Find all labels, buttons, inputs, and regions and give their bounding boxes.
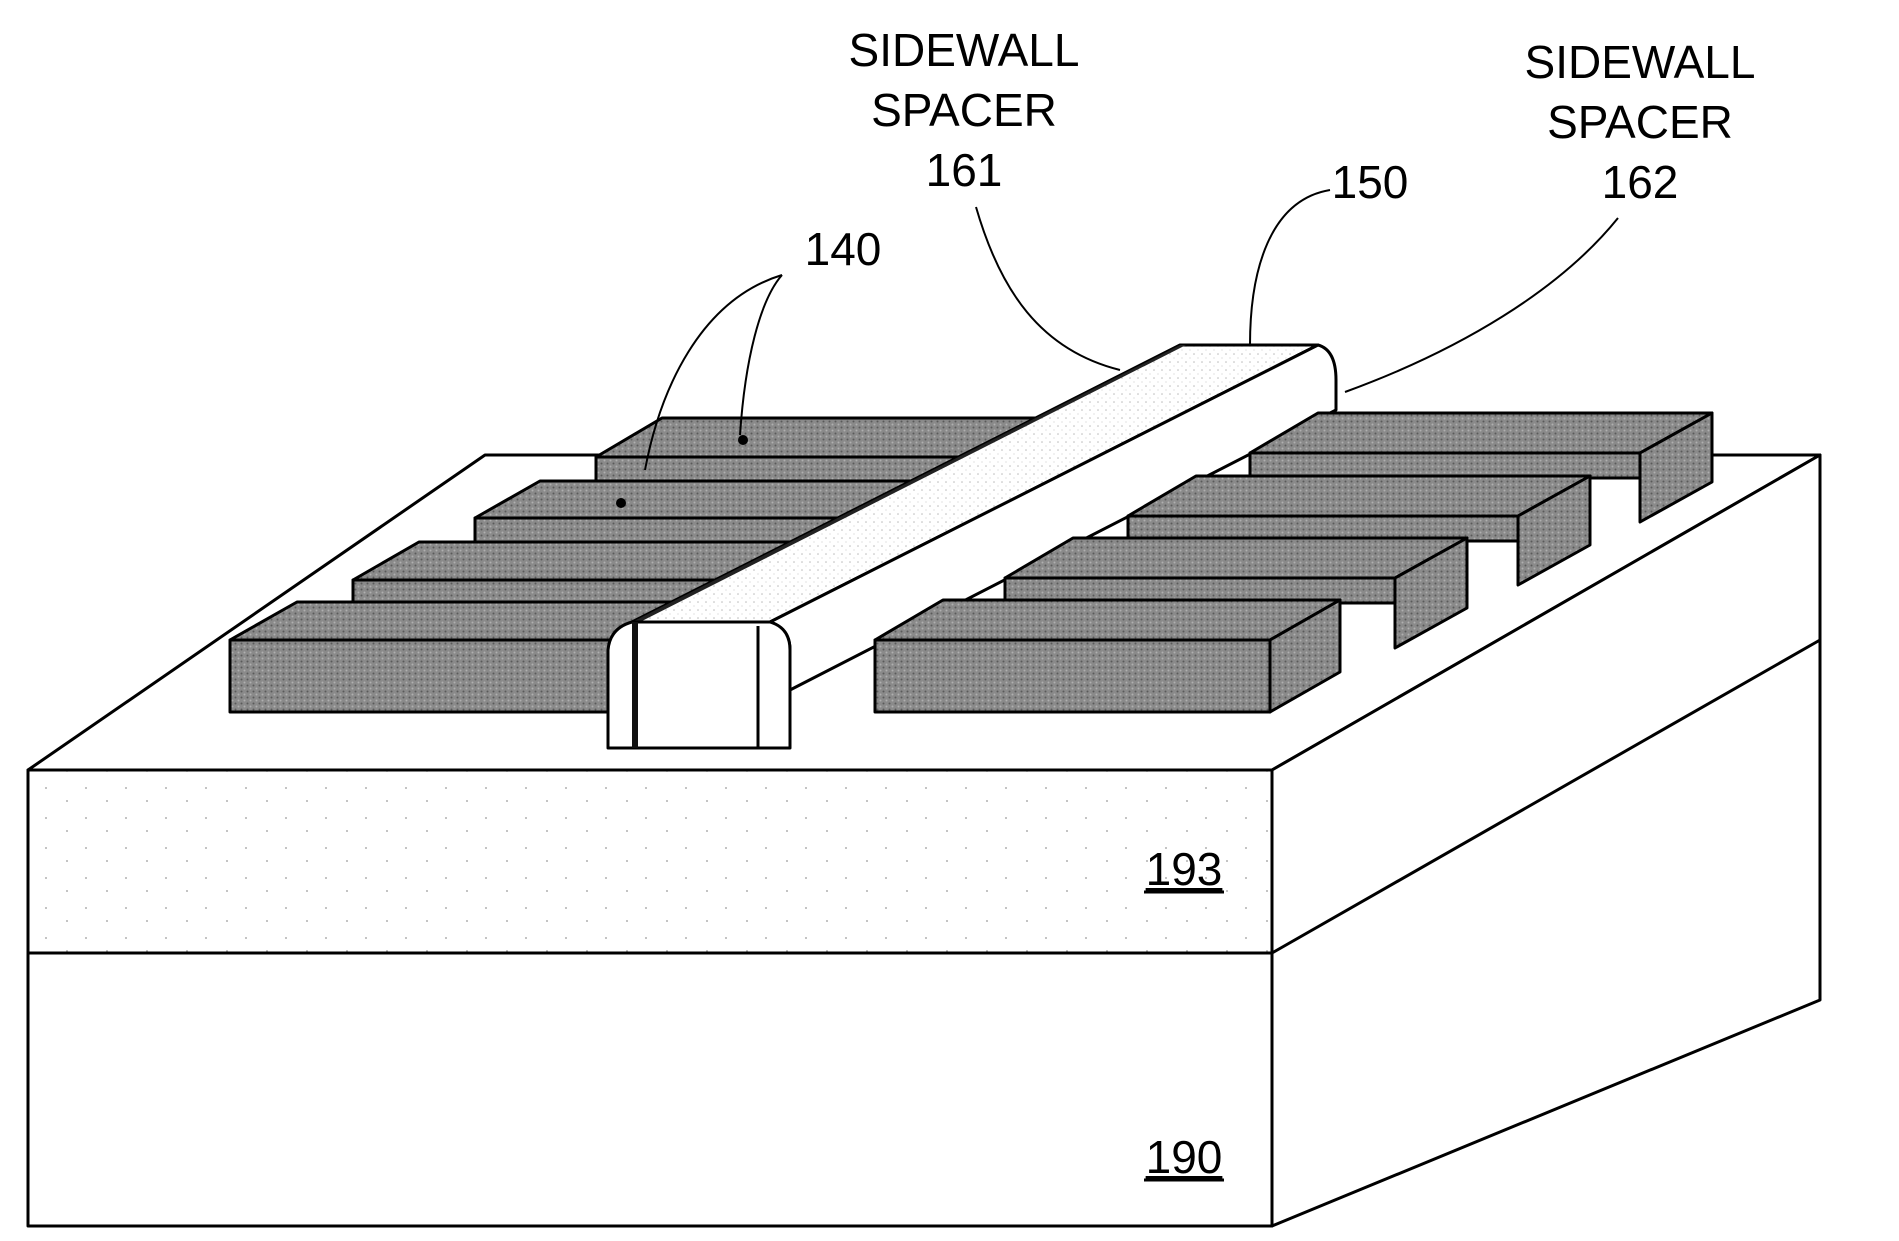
fin-right-4	[875, 600, 1340, 712]
label-spacer-161-line2: SPACER	[871, 84, 1057, 136]
label-layer-193: 193	[1146, 843, 1223, 895]
leader-161	[976, 207, 1120, 370]
leader-162	[1345, 218, 1618, 392]
label-layer-190: 190	[1146, 1131, 1223, 1183]
sidewall-spacer-161-front	[632, 622, 638, 748]
layer-193-front	[28, 770, 1272, 953]
label-spacer-161-line1: SIDEWALL	[849, 24, 1080, 76]
label-spacer-162-ref: 162	[1602, 156, 1679, 208]
label-gate-150: 150	[1332, 156, 1409, 208]
leader-140-b	[740, 275, 782, 435]
leader-140-dot-a	[616, 498, 626, 508]
label-spacer-162-line1: SIDEWALL	[1525, 36, 1756, 88]
leader-150	[1250, 190, 1330, 345]
label-fins-140: 140	[805, 223, 882, 275]
layer-190-front	[28, 953, 1272, 1226]
label-spacer-162-line2: SPACER	[1547, 96, 1733, 148]
leader-140-dot-b	[738, 435, 748, 445]
label-spacer-161-ref: 161	[926, 144, 1003, 196]
